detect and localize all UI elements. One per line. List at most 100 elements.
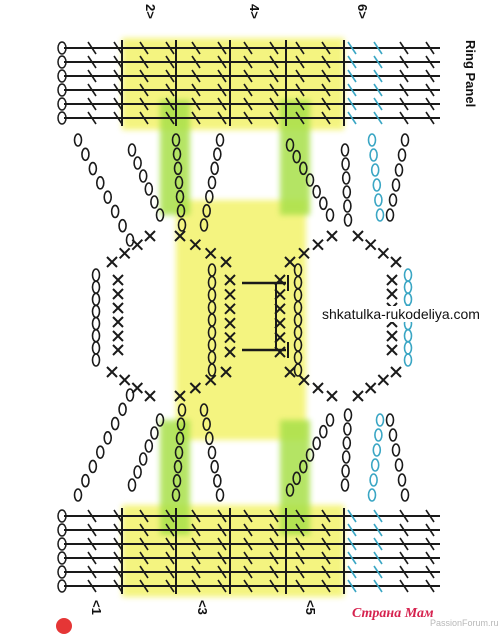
chain-stitch [215, 488, 225, 502]
double-crochet-post [243, 509, 253, 523]
center-highlight [176, 200, 306, 440]
chain-stitch [285, 483, 295, 497]
double-crochet-post [399, 565, 409, 579]
chain-stitch [370, 458, 380, 472]
double-crochet-post [191, 41, 201, 55]
chain-stitch [207, 175, 217, 190]
row-label-4: 4> [247, 4, 262, 19]
chain-stitch [388, 428, 398, 442]
chain-stitch [340, 478, 350, 492]
chain-stitch [199, 403, 209, 417]
chain-stitch [95, 176, 105, 190]
double-crochet-post [139, 523, 149, 537]
chain-stitch [118, 402, 127, 417]
chain-stitch [213, 474, 222, 488]
double-crochet-post [139, 83, 149, 97]
double-crochet-post [347, 523, 357, 537]
double-crochet-post [295, 551, 305, 565]
double-crochet-post [165, 551, 175, 565]
double-crochet-post [87, 83, 97, 97]
chain-stitch [88, 161, 98, 176]
double-crochet-post [165, 41, 175, 55]
single-crochet-x [224, 317, 236, 329]
chain-stitch [403, 292, 413, 307]
double-crochet-post [295, 111, 305, 125]
chain-stitch [312, 436, 321, 451]
chain-stitch [91, 304, 101, 319]
double-crochet-post [217, 565, 227, 579]
double-crochet-post [217, 83, 227, 97]
chain-stitch [207, 445, 217, 460]
chain-stitch [403, 353, 413, 367]
single-crochet-x [364, 238, 377, 251]
chain-stitch [138, 169, 148, 183]
double-crochet-post [425, 111, 435, 125]
chain-stitch [343, 213, 353, 227]
chain-stitch [155, 208, 165, 222]
double-crochet-post [165, 97, 175, 111]
double-crochet-post [347, 69, 357, 83]
chain-stitch [91, 316, 101, 331]
brand-logo [56, 618, 72, 634]
chain-stitch [385, 208, 395, 222]
single-crochet-x [189, 238, 202, 251]
chain-stitch [325, 413, 335, 427]
double-crochet-post [87, 111, 97, 125]
row-label-2: 2> [143, 4, 158, 19]
row-label-6: 6> [355, 4, 370, 19]
chain-stitch [73, 488, 83, 502]
double-crochet-post [165, 565, 175, 579]
double-crochet-post [269, 83, 279, 97]
double-crochet-post [87, 509, 97, 523]
single-crochet-x [112, 302, 124, 314]
double-crochet-post [399, 523, 409, 537]
chain-stitch [57, 509, 67, 523]
double-crochet-post [373, 41, 383, 55]
single-crochet-x [112, 344, 124, 356]
double-crochet-post [139, 55, 149, 69]
double-crochet-post [165, 579, 175, 593]
chain-highlight [280, 420, 310, 535]
double-crochet-post [425, 537, 435, 551]
stitch-layer [57, 40, 440, 594]
chain-stitch [175, 431, 185, 446]
chain-stitch [176, 417, 186, 431]
chain-stitch [205, 431, 214, 446]
single-crochet-x [312, 238, 324, 251]
double-crochet-post [113, 97, 123, 111]
double-crochet-post [425, 579, 435, 593]
chain-stitch [292, 471, 301, 486]
chain-stitch [57, 537, 67, 551]
double-crochet-post [399, 97, 409, 111]
chain-stitch [325, 208, 335, 222]
double-crochet-post [217, 537, 227, 551]
chain-stitch [91, 341, 101, 355]
chain-stitch [57, 83, 67, 97]
double-crochet-post [347, 97, 357, 111]
double-crochet-post [87, 523, 97, 537]
chain-stitch [207, 363, 217, 377]
row-label-5: <5 [303, 600, 318, 615]
single-crochet-x [224, 288, 236, 301]
double-crochet-post [399, 509, 409, 523]
double-crochet-post [191, 97, 201, 111]
double-crochet-post [269, 69, 279, 83]
double-crochet-post [165, 55, 175, 69]
double-crochet-post [321, 97, 331, 111]
double-crochet-post [347, 111, 357, 125]
chain-stitch [57, 551, 67, 565]
double-crochet-post [295, 83, 305, 97]
double-crochet-post [191, 83, 201, 97]
double-crochet-post [87, 579, 97, 593]
chain-stitch [150, 195, 159, 209]
double-crochet-post [139, 97, 149, 111]
chain-stitch [397, 473, 407, 487]
double-crochet-post [87, 97, 97, 111]
double-crochet-post [269, 111, 279, 125]
single-crochet-x [174, 230, 186, 242]
double-crochet-post [321, 551, 331, 565]
double-crochet-post [399, 41, 409, 55]
double-crochet-post [113, 509, 123, 523]
double-crochet-post [399, 537, 409, 551]
brand-watermark: Страна Мам [352, 606, 434, 621]
